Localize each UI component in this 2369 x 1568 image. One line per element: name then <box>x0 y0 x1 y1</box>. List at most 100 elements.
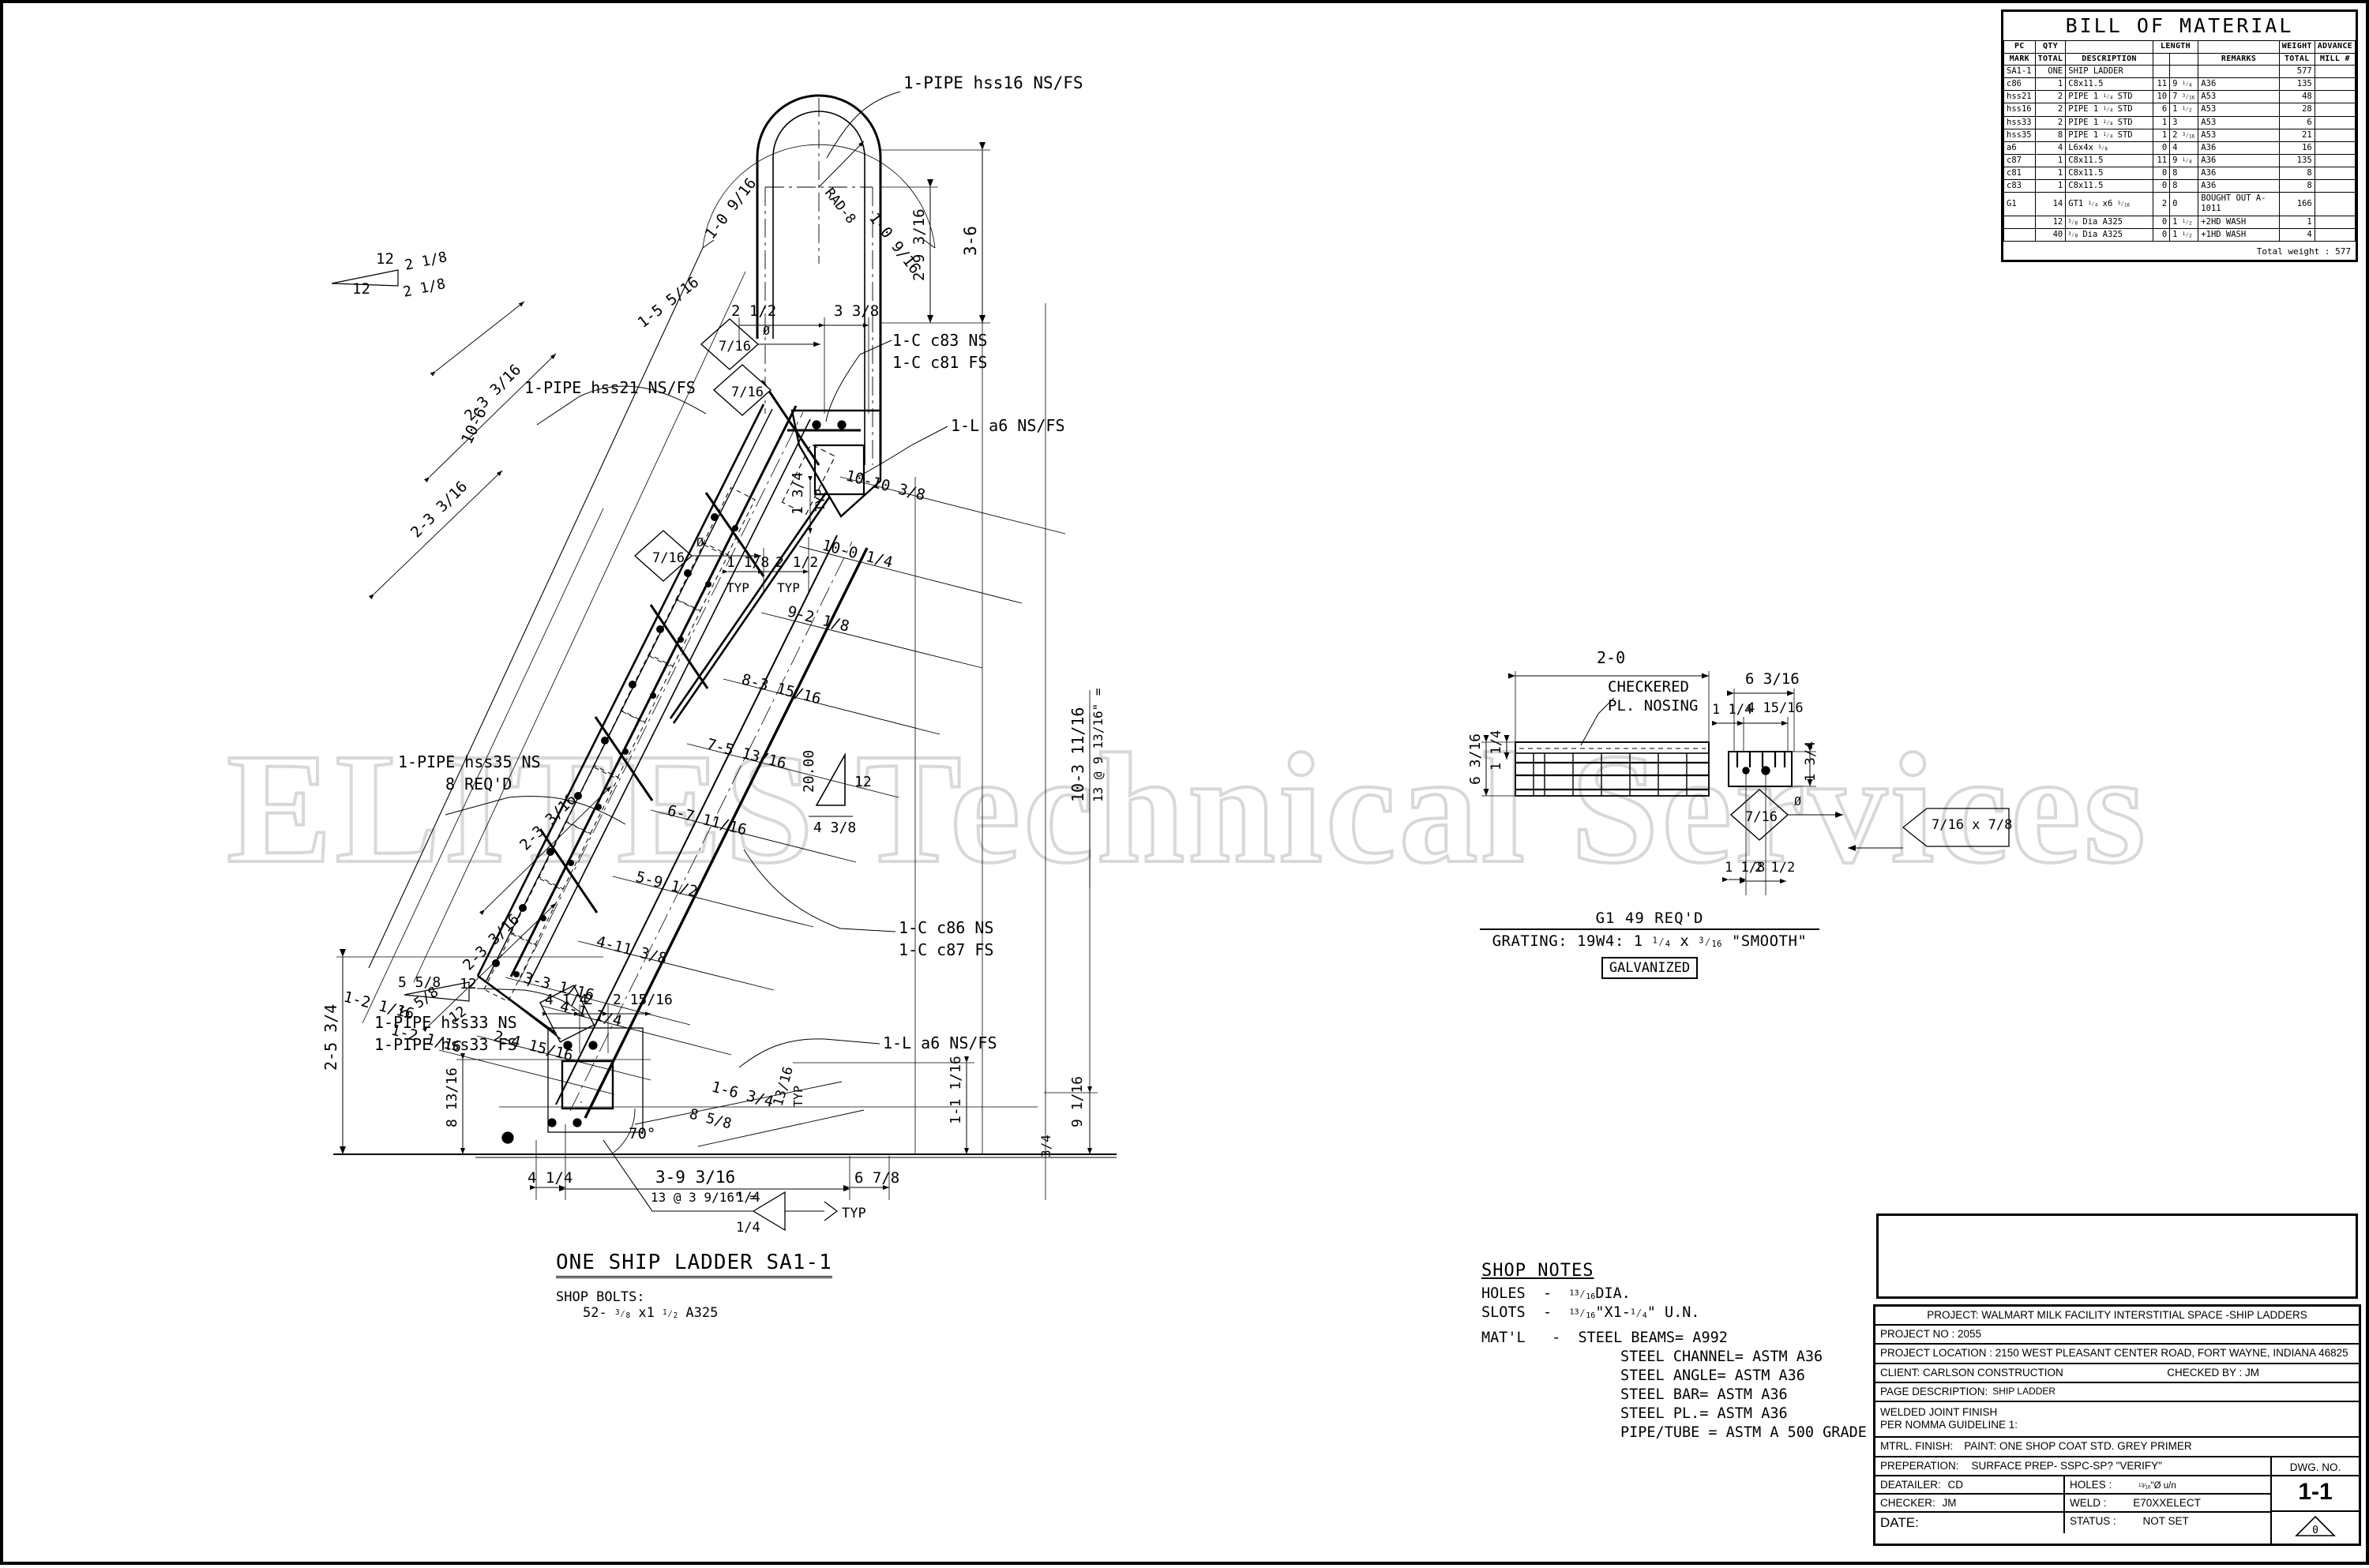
dim-riser-2: 10-0 1/4 <box>820 537 895 572</box>
bom-cell-weight: 166 <box>2278 192 2315 216</box>
bom-cell-remarks <box>2198 64 2280 79</box>
bom-cell-mark: SA1-1 <box>2003 64 2036 79</box>
bom-th-remarks: REMARKS <box>2198 52 2280 66</box>
tb-revision-marker: 0 <box>2272 1512 2359 1544</box>
dim-10-3-11-16: 10-3 11/16 <box>1068 707 1087 802</box>
bom-cell-mark: c87 <box>2003 153 2036 168</box>
tb-status-label: STATUS : <box>2070 1514 2116 1527</box>
dim-2-3-3-16-d: 2-3 3/16 <box>460 910 523 973</box>
section-dim-d: 1 1/8 <box>1725 860 1765 876</box>
grating-labels: G1 49 REQ'D GRATING: 19W4: 1 1⁄4 x 3⁄16 … <box>1480 910 1819 979</box>
dim-2-3-3-16-a: 2-3 3/16 <box>461 361 524 424</box>
bom-cell-remarks: A53 <box>2198 90 2280 104</box>
bom-cell-desc: PIPE 1 1⁄4 STD <box>2065 90 2153 104</box>
bom-cell-weight: 21 <box>2278 128 2315 142</box>
bom-cell-qty: ONE <box>2034 64 2067 79</box>
bom-cell-mill <box>2314 90 2356 104</box>
tb-checker-value: JM <box>1942 1496 1957 1509</box>
bom-cell-mark: G1 <box>2003 192 2036 216</box>
bom-cell-length-ft: 11 <box>2152 153 2171 168</box>
dim-2-1-8-a: 2 1/8 <box>404 249 449 274</box>
shop-notes-matl: MAT'L - STEEL BEAMS= A992 <box>1481 1329 1728 1346</box>
section-dim-e: 2 1/2 <box>1755 860 1795 876</box>
grating-nosing-thk: 1 1/4 <box>1489 730 1504 771</box>
bom-header-row-bottom: MARK TOTAL DESCRIPTION REMARKS TOTAL MIL… <box>2003 52 2356 66</box>
weld-diamond-1: 7/16 <box>719 339 751 354</box>
callout-hss16: 1-PIPE hss16 NS/FS <box>903 73 1083 92</box>
bom-cell-mill <box>2314 128 2356 142</box>
dim-2-1-2-typ: 2 1/2 <box>775 554 818 571</box>
bom-cell-weight: 135 <box>2278 77 2315 92</box>
grating-width-dim: 2-0 <box>1597 648 1625 667</box>
bom-cell-remarks: A36 <box>2198 141 2280 155</box>
bom-th-li <box>2169 52 2199 66</box>
bom-cell-length-in: 0 <box>2169 192 2199 216</box>
dim-2-3-3-16-c: 2-3 3/16 <box>516 790 580 853</box>
hss33-run-b: 12 <box>446 1003 470 1026</box>
bom-cell-length-in: 3 <box>2169 115 2199 129</box>
typ-label-2: TYP <box>726 580 749 595</box>
bom-cell-qty: 40 <box>2034 227 2067 242</box>
bom-cell-length-ft: 0 <box>2152 141 2171 155</box>
bom-cell-mark: c86 <box>2003 77 2036 92</box>
callout-hss21: 1-PIPE hss21 NS/FS <box>524 378 696 397</box>
dim-2-5-3-4: 2-5 3/4 <box>321 1004 340 1071</box>
dim-10-6: 10-6 <box>457 404 490 447</box>
title-block: PROJECT: WALMART MILK FACILITY INTERSTIT… <box>1873 1304 2361 1546</box>
weld-typ-label: TYP <box>842 1206 866 1221</box>
weld-fillet-top: 1/4 <box>736 1190 760 1206</box>
dim-riser-5: 7-5 13/16 <box>705 736 788 773</box>
callout-hss35-1: 1-PIPE hss35 NS <box>398 752 541 771</box>
dim-8-13-16: 8 13/16 <box>444 1067 460 1127</box>
bom-cell-qty: 1 <box>2034 77 2067 92</box>
bom-cell-desc: PIPE 1 1⁄4 STD <box>2065 103 2153 117</box>
bom-cell-mill <box>2314 192 2356 216</box>
bom-cell-mark: hss21 <box>2003 90 2036 104</box>
dim-riser-10: 3-3 1/16 <box>522 970 596 1004</box>
bom-cell-qty: 14 <box>2034 192 2067 216</box>
dim-radius: RAD-8 <box>821 186 858 227</box>
bom-cell-mill <box>2314 141 2356 155</box>
shop-notes-holes: HOLES - 13⁄16DIA. <box>1481 1285 1631 1302</box>
bom-th-total: TOTAL <box>2034 52 2067 66</box>
grating-spec: GRATING: 19W4: 1 1⁄4 x 3⁄16 "SMOOTH" <box>1480 928 1819 950</box>
dim-1-1-1-16: 1-1 1/16 <box>948 1056 964 1124</box>
tb-mtrl-value: PAINT: ONE SHOP COAT STD. GREY PRIMER <box>1964 1440 2192 1453</box>
bom-cell-length-ft: 0 <box>2152 227 2171 242</box>
bom-cell-mill <box>2314 115 2356 129</box>
bom-cell-mark: c83 <box>2003 179 2036 193</box>
bom-cell-length-in: 9 1⁄4 <box>2169 77 2199 92</box>
bom-cell-mill <box>2314 166 2356 181</box>
bom-cell-remarks: +2HD WASH <box>2198 215 2280 229</box>
dim-riser-6: 6-7 11/16 <box>666 802 749 839</box>
shop-notes: SHOP NOTES HOLES - 13⁄16DIA. SLOTS - 13⁄… <box>1481 1260 1884 1442</box>
dim-nose-a: 4 1/4 <box>545 992 588 1008</box>
bom-cell-mark <box>2003 227 2036 242</box>
bom-cell-qty: 1 <box>2034 166 2067 181</box>
tb-checker-label: CHECKER: <box>1880 1496 1935 1509</box>
dim-nose-c: 2 15/16 <box>613 992 673 1008</box>
dim-riser-12: 1-2 1/16 <box>389 1022 464 1056</box>
typ-label-4: TYP <box>791 1086 805 1107</box>
dim-riser-3: 9-2 1/8 <box>786 603 851 636</box>
bom-cell-remarks: +1HD WASH <box>2198 227 2280 242</box>
dim-2-1-8-b: 2 1/8 <box>402 276 447 301</box>
bom-cell-mark: hss16 <box>2003 103 2036 117</box>
bom-cell-remarks: A53 <box>2198 115 2280 129</box>
bom-cell-qty: 12 <box>2034 215 2067 229</box>
bom-th-length: LENGTH <box>2152 40 2199 54</box>
bom-title: BILL OF MATERIAL <box>2065 14 2294 37</box>
shop-notes-matl-3: STEEL PL.= ASTM A36 <box>1620 1405 1788 1422</box>
bom-cell-length-in: 8 <box>2169 179 2199 193</box>
bom-cell-remarks: BOUGHT OUT A-1011 <box>2198 192 2280 216</box>
dim-bottom-note: 13 @ 3 9/16" = <box>651 1190 757 1205</box>
bom-cell-length-in: 2 3⁄16 <box>2169 128 2199 142</box>
section-weld-left: 7/16 <box>1745 809 1778 825</box>
typ-label-1: TYP <box>813 489 828 512</box>
